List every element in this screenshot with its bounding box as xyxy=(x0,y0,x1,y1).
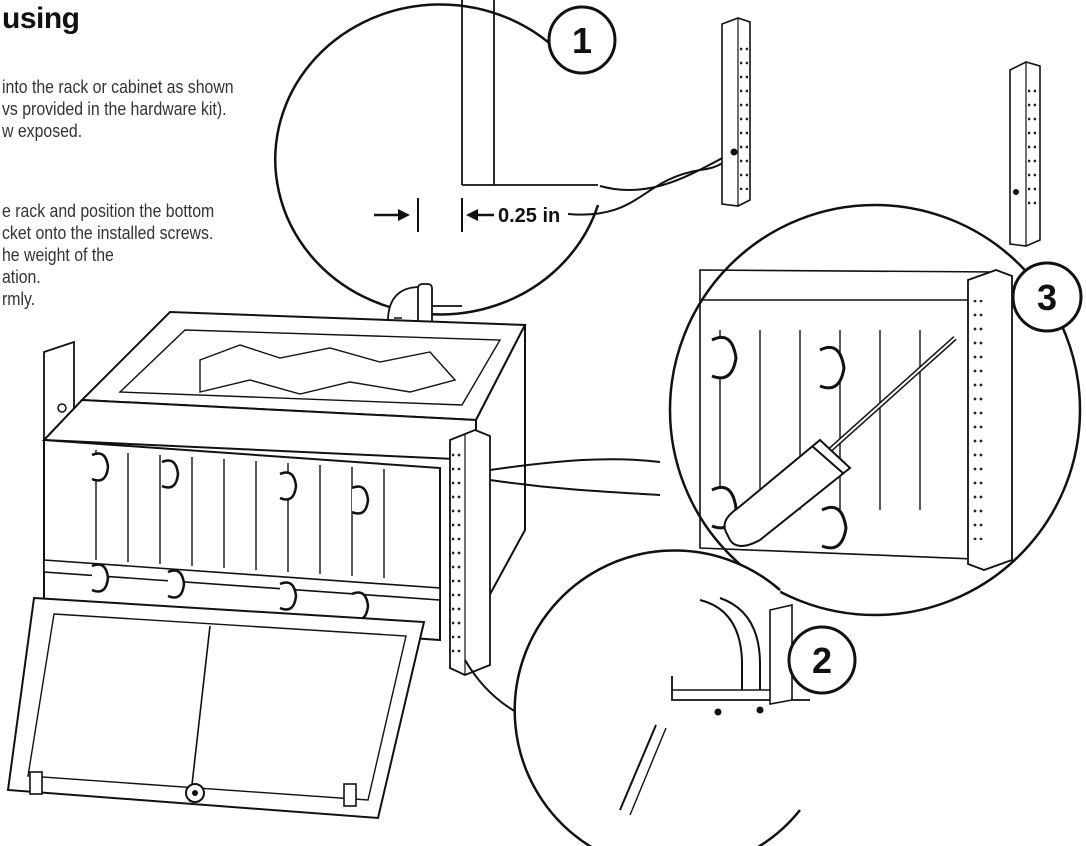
rack-rail-right xyxy=(1009,61,1041,247)
step-1-callout xyxy=(547,5,617,75)
instruction-line: cket onto the installed screws. xyxy=(2,223,214,243)
step-1-number: 1 xyxy=(572,20,592,61)
instruction-line: ation. xyxy=(2,267,41,287)
step-2-number: 2 xyxy=(812,640,832,681)
dimension-label: 0.25 in xyxy=(498,205,560,227)
instruction-paragraph-2: e rack and position the bottom cket onto… xyxy=(2,200,214,310)
detail-1-magnifier: 0.25 in 1 xyxy=(274,0,735,353)
step-3-number: 3 xyxy=(1037,277,1057,318)
instruction-line: vs provided in the hardware kit). xyxy=(2,99,227,119)
instruction-line: rmly. xyxy=(2,289,36,309)
instruction-paragraph-1: into the rack or cabinet as shown vs pro… xyxy=(2,76,234,142)
detail-2-magnifier: 2 xyxy=(464,549,857,846)
detail-3-magnifier: 3 xyxy=(489,203,1083,617)
instruction-line: into the rack or cabinet as shown xyxy=(2,77,234,97)
step-2-callout xyxy=(787,625,857,695)
instruction-line: he weight of the xyxy=(2,245,114,265)
instruction-line: e rack and position the bottom xyxy=(2,201,215,221)
screwdriver-icon xyxy=(723,336,957,547)
rack-rail-left xyxy=(721,17,751,207)
dimension-arrow xyxy=(374,198,494,232)
instruction-line: w exposed. xyxy=(2,121,83,141)
step-3-callout xyxy=(1011,261,1083,333)
housing-unit xyxy=(6,310,527,820)
page-title: using xyxy=(2,2,80,35)
